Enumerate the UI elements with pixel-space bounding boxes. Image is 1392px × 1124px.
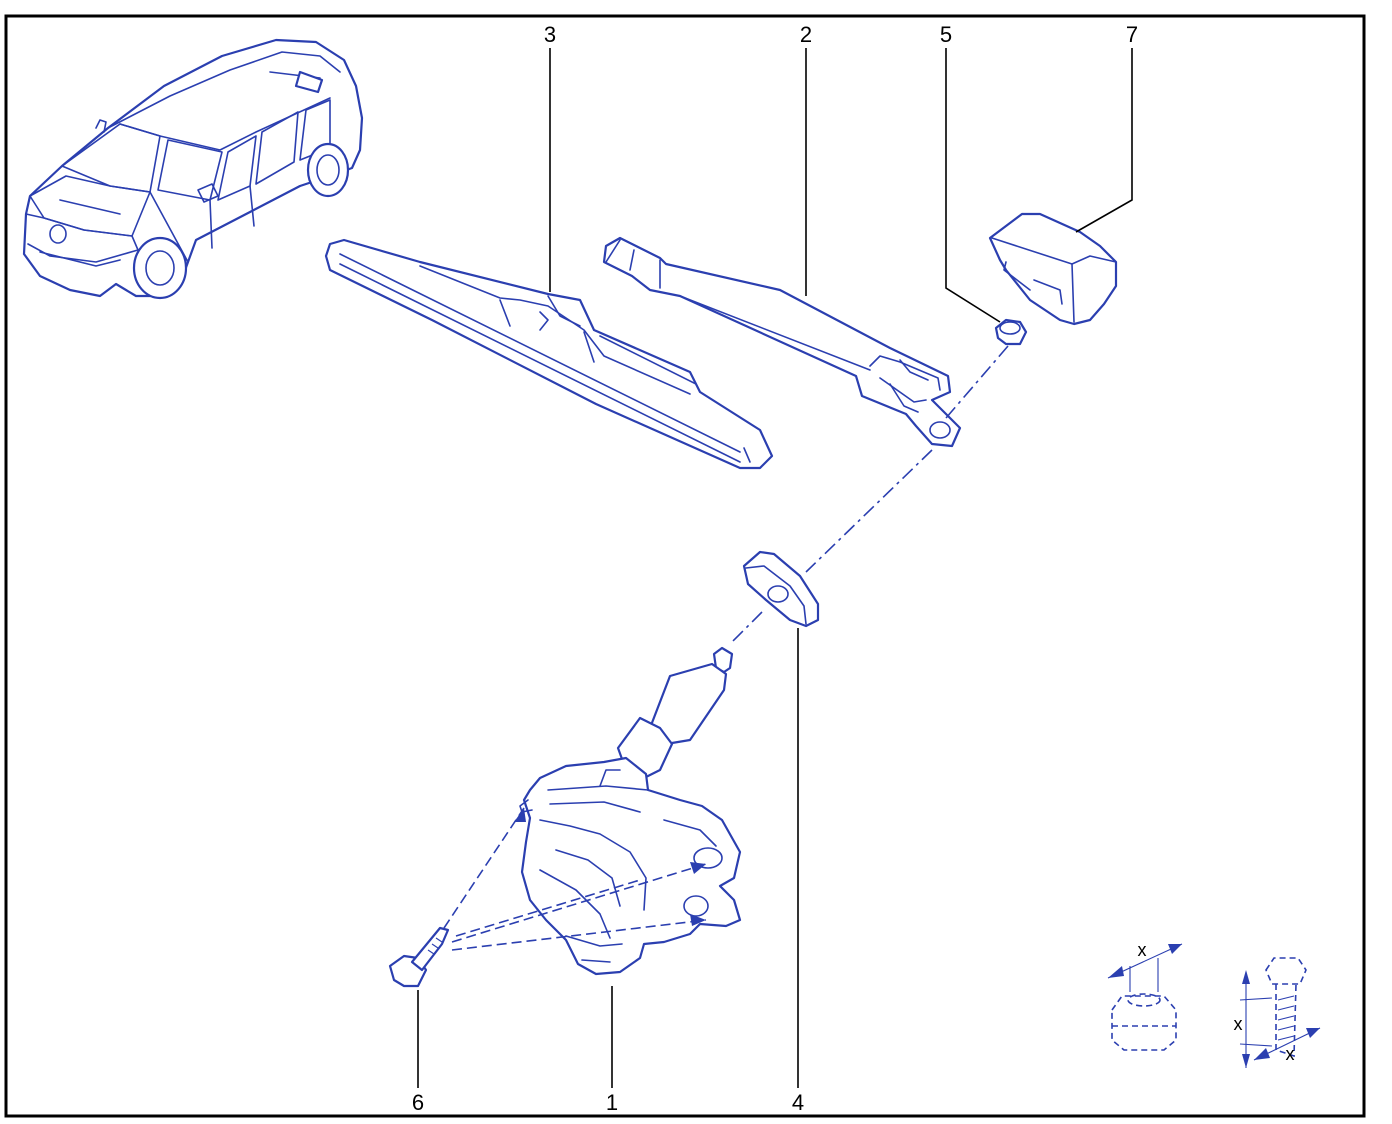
- callout-2: 2: [800, 22, 812, 47]
- callout-4: 4: [792, 1090, 804, 1115]
- legend-bolt-diameter-dimension: x: [1286, 1044, 1295, 1064]
- callout-5: 5: [940, 22, 952, 47]
- assembly-lines: [443, 345, 1009, 951]
- cap-icon: [988, 212, 1118, 326]
- legend-bolt-length-dimension: x: [1234, 1014, 1243, 1034]
- callout-labels: 3 2 5 7 6 1 4: [412, 22, 1138, 1115]
- diagram-frame: [4, 14, 1366, 1118]
- vehicle-icon: [22, 38, 364, 300]
- callout-leaders: [417, 48, 1133, 1088]
- wiper-arm-icon: [602, 236, 962, 448]
- legend-bolt-icon: x x: [1234, 957, 1321, 1068]
- screw-icon: [388, 926, 450, 988]
- wiper-blade-icon: [324, 238, 774, 470]
- nut-icon: [994, 318, 1028, 346]
- seal-icon: [742, 550, 820, 628]
- callout-3: 3: [544, 22, 556, 47]
- callout-6: 6: [412, 1090, 424, 1115]
- callout-1: 1: [606, 1090, 618, 1115]
- callout-7: 7: [1126, 22, 1138, 47]
- legend-nut-icon: x: [1107, 940, 1183, 1051]
- wiper-motor-icon: [519, 646, 742, 976]
- legend-nut-dimension: x: [1138, 940, 1147, 960]
- fastener-legend: x x x: [1107, 940, 1321, 1068]
